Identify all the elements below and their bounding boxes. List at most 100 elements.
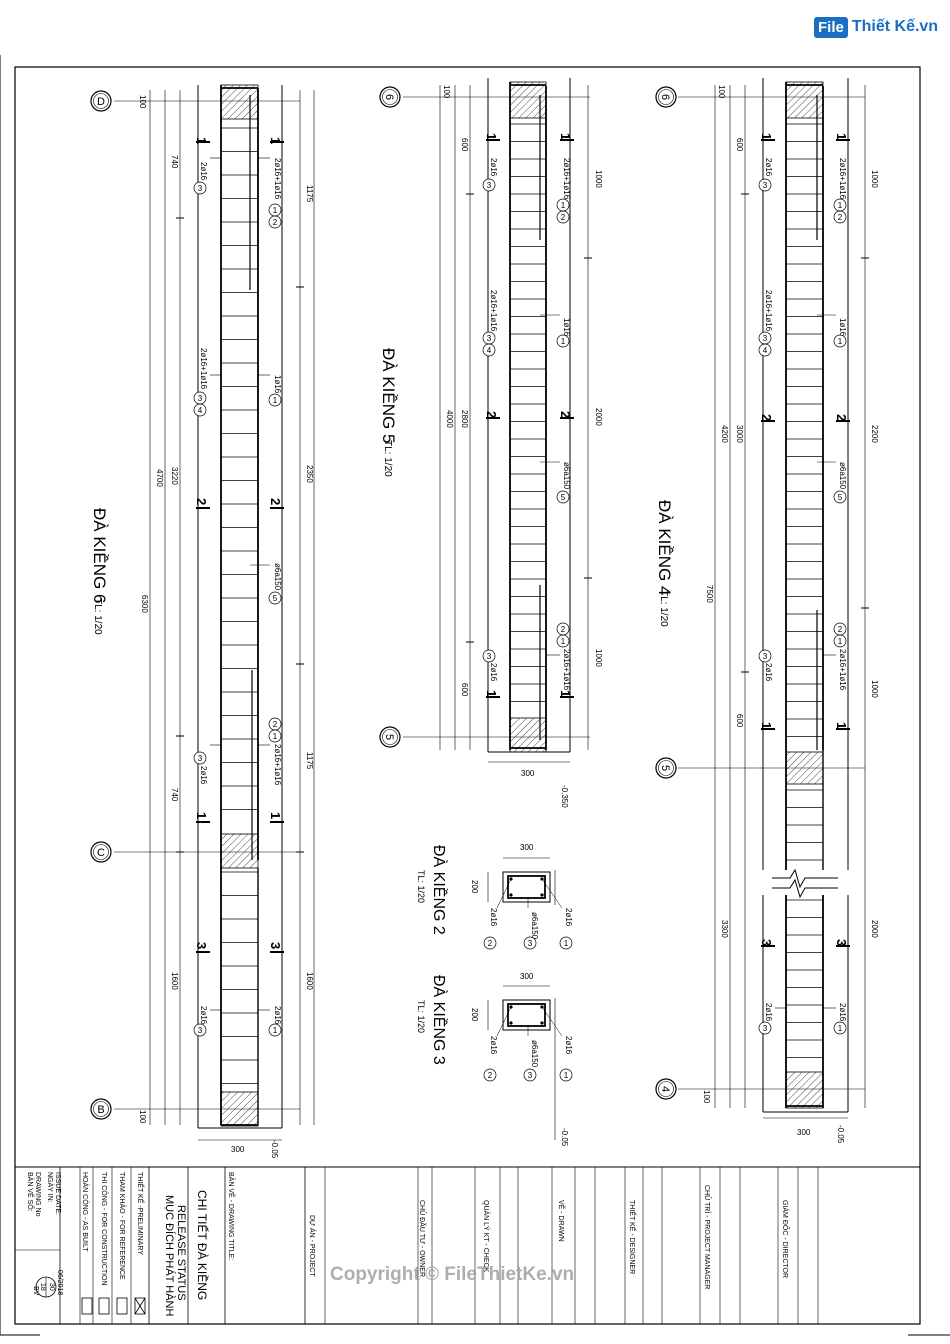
b6-sec2-l: 2 bbox=[194, 498, 209, 505]
tb-issue-date: 06/2018 bbox=[56, 1270, 63, 1295]
b6-label-top: 2ø16+1ø16 bbox=[273, 158, 282, 200]
tb-designer: THIẾT KẾ - DESIGNER bbox=[628, 1200, 638, 1274]
b4-c2a: 2 bbox=[838, 213, 843, 222]
sec3-left-bar: 2ø16 bbox=[489, 1036, 498, 1055]
grid-bubble-5a: 5 bbox=[379, 726, 401, 748]
b4-label-stirrup: ø6a150 bbox=[838, 462, 847, 490]
b4-dim-3000: 3000 bbox=[735, 425, 744, 443]
b6-callout-4b: 4 bbox=[198, 406, 203, 415]
column-hatch-c bbox=[220, 833, 259, 869]
b4-c3b: 3 bbox=[763, 334, 768, 343]
b4-label-bot: 2ø16 bbox=[764, 158, 773, 177]
tb-drawn: VẼ - DRAWN bbox=[557, 1200, 566, 1242]
b5-sec1-r2: 1 bbox=[558, 690, 573, 697]
tb-project: DỰ ÁN - PROJECT bbox=[308, 1215, 317, 1277]
b4-column-hatch-4 bbox=[785, 1071, 824, 1109]
b5-label-one: 1ø16 bbox=[562, 318, 571, 337]
b5-column-hatch-6 bbox=[509, 81, 547, 119]
b6-dim-3220: 3220 bbox=[170, 467, 179, 485]
b5-c1c: 1 bbox=[561, 637, 566, 646]
b4-label-sec3-bot: 2ø16 bbox=[764, 1003, 773, 1022]
b4-dim-3300: 3300 bbox=[720, 920, 729, 938]
b6-sec3-l: 3 bbox=[194, 942, 209, 949]
b6-label-bot3-a: 2ø16 bbox=[199, 162, 208, 181]
b4-elev: -0.05 bbox=[836, 1125, 845, 1144]
b5-dim-1000a: 1000 bbox=[594, 170, 603, 188]
b5-grid-6: 6 bbox=[383, 94, 395, 100]
b6-callout-1b: 1 bbox=[273, 396, 278, 405]
b4-c1b: 1 bbox=[838, 337, 843, 346]
b4-c3a: 3 bbox=[763, 181, 768, 190]
b5-c1b: 1 bbox=[561, 337, 566, 346]
grid-label-c: C bbox=[97, 847, 105, 859]
b4-c1d: 1 bbox=[838, 1024, 843, 1033]
b6-label-mid: 2ø16+1ø16 bbox=[199, 348, 208, 390]
b4-dim-600a: 600 bbox=[735, 138, 744, 152]
tb-title: CHI TIẾT ĐÀ KIỀNG bbox=[195, 1190, 210, 1300]
b5-label-bot3: 2ø16 bbox=[489, 663, 498, 682]
b6-callout-3d: 3 bbox=[198, 1026, 203, 1035]
b5-elev: -0.350 bbox=[560, 785, 569, 808]
b6-dim-1600-r: 1600 bbox=[305, 972, 314, 990]
b4-column-hatch-6 bbox=[785, 81, 824, 119]
tb-drawing-no-label-en: DRAWING No bbox=[34, 1172, 41, 1217]
b4-grid-4: 4 bbox=[659, 1086, 671, 1092]
b5-label-top: 2ø16+1ø16 bbox=[562, 158, 571, 200]
sec3-height: 200 bbox=[470, 1008, 479, 1022]
b4-dim-1000a: 1000 bbox=[870, 170, 879, 188]
b6-label-bot3-b: 2ø16 bbox=[199, 766, 208, 785]
b6-label-sec3-top: 2ø16 bbox=[273, 1006, 282, 1025]
b5-label-bot: 2ø16 bbox=[489, 158, 498, 177]
b6-callout-2a: 2 bbox=[273, 218, 278, 227]
b4-sec3-r: 3 bbox=[834, 939, 849, 946]
tb-director: GIÁM ĐỐC - DIRECTOR bbox=[781, 1200, 791, 1278]
b5-c3c: 3 bbox=[487, 652, 492, 661]
b6-callout-1c: 1 bbox=[273, 732, 278, 741]
title-block bbox=[15, 1166, 920, 1324]
b5-column-hatch-5 bbox=[509, 717, 547, 753]
b5-dim-100: 100 bbox=[442, 85, 451, 99]
beam-4-elevation bbox=[678, 78, 869, 1119]
b5-sec1-l: 1 bbox=[484, 133, 499, 140]
tb-status-2: THAM KHẢO - FOR REFERENCE bbox=[118, 1172, 127, 1280]
b6-dim-1175-b: 1175 bbox=[305, 752, 314, 770]
beam-6-elevation bbox=[114, 84, 315, 1141]
b5-c2a: 2 bbox=[561, 213, 566, 222]
b5-label-end-top: 2ø16+1ø16 bbox=[562, 649, 571, 691]
tb-issue-label: NGÀY IN: bbox=[46, 1172, 55, 1203]
b4-dim-4200: 4200 bbox=[720, 425, 729, 443]
b4-dim-2200: 2200 bbox=[870, 425, 879, 443]
b5-sec1-l2: 1 bbox=[484, 690, 499, 697]
sec3-stirrup: ø6a150 bbox=[530, 1040, 539, 1068]
sec2-scale: TL: 1/20 bbox=[416, 870, 426, 903]
grid-bubble-4: 4 bbox=[655, 1078, 677, 1100]
b6-label-stirrup: ø6a150 bbox=[273, 563, 282, 591]
grid-bubble-d: D bbox=[90, 90, 112, 112]
b4-dim-1000b: 1000 bbox=[870, 680, 879, 698]
sec3-n-right: 1 bbox=[564, 1071, 569, 1080]
watermark: Copyright © FileThietKe.vn bbox=[330, 1264, 575, 1285]
b4-scale: TL: 1/20 bbox=[658, 590, 669, 627]
b5-c3a: 3 bbox=[487, 181, 492, 190]
tb-status-vi: MỤC ĐÍCH PHÁT HÀNH bbox=[163, 1195, 176, 1316]
b5-c1a: 1 bbox=[561, 201, 566, 210]
b4-label-mid: 2ø16+1ø16 bbox=[764, 290, 773, 332]
tb-check: QUẢN LÝ KT - CHECK bbox=[482, 1200, 491, 1273]
tb-drawing-no-label: BẢN VẼ SỐ: bbox=[26, 1172, 36, 1212]
sec2-left-bar: 2ø16 bbox=[489, 908, 498, 927]
tb-owner: CHỦ ĐẦU TƯ - OWNER bbox=[418, 1200, 428, 1277]
b6-callout-1a: 1 bbox=[273, 206, 278, 215]
b4-sec1-l2: 1 bbox=[759, 722, 774, 729]
b4-sec1-r: 1 bbox=[834, 133, 849, 140]
b6-sec1-l-a: 1 bbox=[194, 137, 209, 144]
b4-sec2-r: 2 bbox=[834, 414, 849, 421]
b4-label-top: 2ø16+1ø16 bbox=[838, 158, 847, 200]
sec2-height: 200 bbox=[470, 880, 479, 894]
b4-sec1-l: 1 bbox=[759, 133, 774, 140]
b5-dim-2000: 2000 bbox=[594, 408, 603, 426]
b6-dim-1600-l: 1600 bbox=[170, 972, 179, 990]
tb-issue-label-en: ISSUE DATE: bbox=[54, 1172, 61, 1215]
b4-dim-600b: 600 bbox=[735, 714, 744, 728]
b4-dim-100b: 100 bbox=[702, 1090, 711, 1104]
